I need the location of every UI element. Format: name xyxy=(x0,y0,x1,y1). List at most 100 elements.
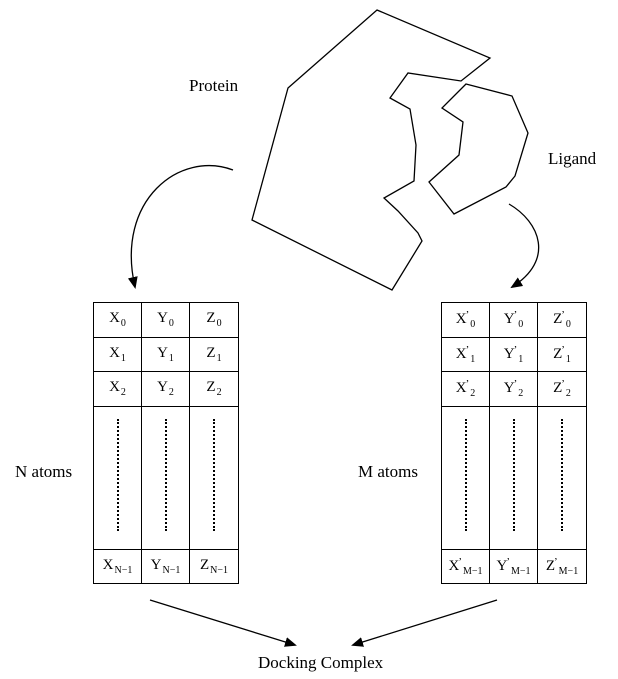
coord-base: Y xyxy=(150,556,162,573)
coord-base: X xyxy=(109,344,120,361)
coord-prime: ’ xyxy=(513,309,518,322)
coord-base: Z xyxy=(545,557,555,574)
coord-cell: Y1 xyxy=(141,336,190,372)
ligand-to-table-arrow xyxy=(508,203,540,289)
coord-base: Y xyxy=(503,311,515,328)
coord-cell: X’1 xyxy=(441,336,490,372)
ligand-shape xyxy=(428,83,529,215)
coord-index: 2 xyxy=(518,388,524,400)
coord-base: X xyxy=(109,310,120,327)
coord-index: 0 xyxy=(565,319,571,331)
coord-index: 0 xyxy=(120,318,126,330)
coord-base: X xyxy=(455,345,467,362)
coord-index: 2 xyxy=(216,387,222,399)
coord-index: 1 xyxy=(470,353,476,365)
coord-cell: X’2 xyxy=(441,371,490,407)
vertical-dots xyxy=(464,419,467,531)
coord-index: N−1 xyxy=(114,564,133,576)
coord-cell: Y’0 xyxy=(489,302,538,338)
coord-index: 1 xyxy=(518,353,524,365)
coord-cell: Y’2 xyxy=(489,371,538,407)
coord-index: 1 xyxy=(168,352,174,364)
coord-index: 1 xyxy=(565,353,571,365)
coord-index: 0 xyxy=(518,319,524,331)
coord-index: N−1 xyxy=(162,564,181,576)
protein-shape xyxy=(251,9,492,291)
coord-prime: ’ xyxy=(561,343,565,356)
coord-cell: Y0 xyxy=(141,302,190,338)
vertical-dots xyxy=(512,419,515,531)
coord-index: 2 xyxy=(565,388,571,400)
coord-index: 0 xyxy=(216,318,222,330)
right-to-complex-arrow xyxy=(351,599,498,647)
coord-base: Y xyxy=(157,379,168,396)
coord-cell: X0 xyxy=(93,302,142,338)
coord-prime: ’ xyxy=(465,309,470,322)
ellipsis-cell xyxy=(537,405,587,550)
vertical-dots xyxy=(561,419,563,531)
coord-base: Z xyxy=(206,379,216,396)
coord-cell: Z’M−1 xyxy=(537,548,587,584)
coord-base: Z xyxy=(206,310,216,327)
coord-index: M−1 xyxy=(510,565,531,577)
coord-base: Z xyxy=(553,380,563,397)
coord-cell: X1 xyxy=(93,336,142,372)
coord-cell: Y’1 xyxy=(489,336,538,372)
coord-cell: Z0 xyxy=(189,302,239,338)
coord-index: 1 xyxy=(120,352,126,364)
coord-base: Z xyxy=(199,556,210,573)
coord-cell: YN−1 xyxy=(141,548,190,584)
ellipsis-cell xyxy=(141,405,190,550)
vertical-dots xyxy=(213,419,215,531)
vertical-dots xyxy=(116,419,119,531)
coord-index: N−1 xyxy=(210,564,229,576)
coord-base: X xyxy=(448,557,460,574)
coord-base: Y xyxy=(503,345,515,362)
coord-cell: Z1 xyxy=(189,336,239,372)
coord-base: Z xyxy=(553,311,563,328)
coord-cell: Z’1 xyxy=(537,336,587,372)
ellipsis-cell xyxy=(93,405,142,550)
ellipsis-cell xyxy=(189,405,239,550)
coord-prime: ’ xyxy=(506,555,510,568)
coord-cell: XN−1 xyxy=(93,548,142,584)
coord-cell: Y’M−1 xyxy=(489,548,538,584)
ellipsis-row xyxy=(441,405,587,550)
coord-index: M−1 xyxy=(558,565,579,577)
coord-base: Y xyxy=(157,344,168,361)
coord-prime: ’ xyxy=(458,555,462,568)
ellipsis-row xyxy=(93,405,239,550)
coord-prime: ’ xyxy=(561,378,565,391)
left-to-complex-arrow xyxy=(149,599,297,647)
m-atoms-label: M atoms xyxy=(358,462,418,481)
coord-index: 2 xyxy=(120,387,126,399)
coord-base: Z xyxy=(553,345,563,362)
coord-cell: X2 xyxy=(93,371,142,407)
coord-index: 2 xyxy=(168,387,174,399)
ellipsis-cell xyxy=(441,405,490,550)
coord-base: X xyxy=(102,556,114,573)
coord-cell: ZN−1 xyxy=(189,548,239,584)
coord-prime: ’ xyxy=(465,378,470,391)
coord-cell: X’0 xyxy=(441,302,490,338)
coord-cell: Z’2 xyxy=(537,371,587,407)
coord-prime: ’ xyxy=(513,343,518,356)
coord-base: Y xyxy=(157,310,168,327)
coord-cell: Y2 xyxy=(141,371,190,407)
coord-prime: ’ xyxy=(553,555,558,568)
ligand-label: Ligand xyxy=(548,149,597,168)
ellipsis-cell xyxy=(489,405,538,550)
coord-base: X xyxy=(455,380,467,397)
coord-cell: Z2 xyxy=(189,371,239,407)
